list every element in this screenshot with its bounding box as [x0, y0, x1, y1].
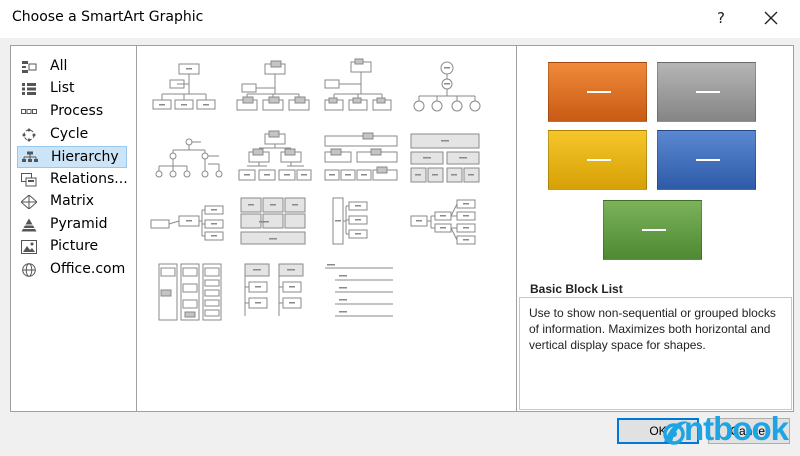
layout-thumbnail-name-and-title-org-chart[interactable]: [235, 58, 315, 124]
half-circle-org-chart-layout-icon: [324, 58, 392, 111]
category-all[interactable]: All: [17, 56, 127, 78]
category-label: Relations...: [50, 171, 128, 187]
hierarchy-icon: [22, 151, 38, 162]
layout-thumbnail-lined-list[interactable]: [235, 260, 315, 326]
preview-block: [548, 130, 647, 190]
layout-thumbnail-horizontal-multi-level-hierarchy[interactable]: [407, 194, 487, 260]
block-hierarchy-layout-icon: [410, 133, 480, 183]
hierarchy-lined-list-layout-icon: [244, 263, 304, 316]
layout-name: Basic Block List: [530, 282, 623, 296]
cancel-button[interactable]: Cancel: [708, 418, 790, 444]
category-list: All List Process Cycle: [10, 45, 137, 412]
category-label: All: [50, 58, 68, 74]
layout-thumbnail-table-list[interactable]: [321, 260, 401, 326]
category-list-item[interactable]: List: [17, 78, 127, 100]
cycle-icon: [22, 128, 36, 142]
category-label: Office.com: [50, 261, 126, 277]
labeled-hierarchy-layout-icon: [238, 130, 312, 181]
pyramid-icon: [21, 218, 37, 232]
horizontal-hierarchy-layout-icon: [150, 205, 224, 241]
category-label: List: [50, 80, 75, 96]
layout-thumbnail-horizontal-block-hierarchy[interactable]: [407, 130, 487, 196]
picture-icon: [21, 240, 37, 254]
layout-gallery: [136, 45, 517, 412]
layout-thumbnail-hierarchy-list[interactable]: [149, 260, 229, 326]
lined-list-layout-icon: [325, 264, 393, 317]
category-label: Picture: [50, 238, 99, 254]
dialog-title: Choose a SmartArt Graphic: [12, 9, 204, 25]
layout-thumbnail-horizontal-hierarchy[interactable]: [149, 194, 229, 260]
category-label: Process: [50, 103, 104, 119]
all-icon: [22, 61, 37, 73]
help-button[interactable]: ?: [717, 9, 725, 27]
name-title-org-chart-layout-icon: [236, 60, 310, 111]
layout-thumbnail-horizontal-organization-chart[interactable]: [321, 194, 401, 260]
category-label: Pyramid: [50, 216, 108, 232]
dialog-body: All List Process Cycle: [0, 38, 800, 456]
globe-icon: [22, 263, 36, 277]
layout-thumbnail-organization-chart[interactable]: [149, 58, 229, 124]
description-box: Use to show non-sequential or grouped bl…: [519, 297, 792, 410]
layout-thumbnail-table-hierarchy[interactable]: [321, 130, 401, 196]
preview-block: [657, 62, 756, 122]
matrix-icon: [21, 195, 37, 209]
layout-thumbnail-circle-picture-hierarchy[interactable]: [407, 58, 487, 124]
category-pyramid[interactable]: Pyramid: [17, 214, 127, 236]
preview-block: [657, 130, 756, 190]
category-cycle[interactable]: Cycle: [17, 124, 127, 146]
title-bar: Choose a SmartArt Graphic ?: [0, 0, 800, 38]
multi-level-hierarchy-layout-icon: [410, 199, 476, 245]
category-relationship[interactable]: Relations...: [17, 169, 128, 191]
relationship-icon: [21, 173, 37, 187]
hierarchy-layout-icon: [155, 138, 223, 178]
preview-panel: Basic Block List Use to show non-sequent…: [516, 45, 794, 412]
watermark-text: ntbook: [684, 410, 789, 447]
category-label: Matrix: [50, 193, 95, 209]
close-icon: [764, 11, 778, 25]
watermark-logo: ntbook: [656, 408, 800, 452]
close-button[interactable]: [756, 4, 786, 32]
category-label: Hierarchy: [51, 149, 119, 165]
book-logo-icon: [663, 421, 688, 445]
layout-thumbnail-hierarchy[interactable]: [149, 130, 229, 196]
horizontal-labeled-hierarchy-layout-icon: [240, 197, 306, 245]
category-label: Cycle: [50, 126, 89, 142]
layout-thumbnail-half-circle-org-chart[interactable]: [321, 58, 401, 124]
preview-block: [548, 62, 647, 122]
layout-description: Use to show non-sequential or grouped bl…: [529, 306, 776, 352]
organization-chart-layout-icon: [152, 63, 216, 110]
category-picture[interactable]: Picture: [17, 236, 127, 258]
preview-block: [603, 200, 702, 260]
hierarchy-list-layout-icon: [158, 263, 222, 321]
category-matrix[interactable]: Matrix: [17, 191, 127, 213]
table-hierarchy-layout-icon: [324, 132, 398, 181]
category-process[interactable]: Process: [17, 101, 127, 123]
circle-hierarchy-layout-icon: [413, 61, 481, 112]
layout-thumbnail-horizontal-labeled-hierarchy[interactable]: [235, 194, 315, 260]
layout-thumbnail-labeled-hierarchy[interactable]: [235, 130, 315, 196]
category-office-com[interactable]: Office.com: [17, 259, 127, 281]
horizontal-org-chart-layout-icon: [332, 197, 368, 245]
list-icon: [22, 83, 36, 95]
process-icon: [21, 109, 37, 114]
category-hierarchy[interactable]: Hierarchy: [17, 146, 127, 168]
